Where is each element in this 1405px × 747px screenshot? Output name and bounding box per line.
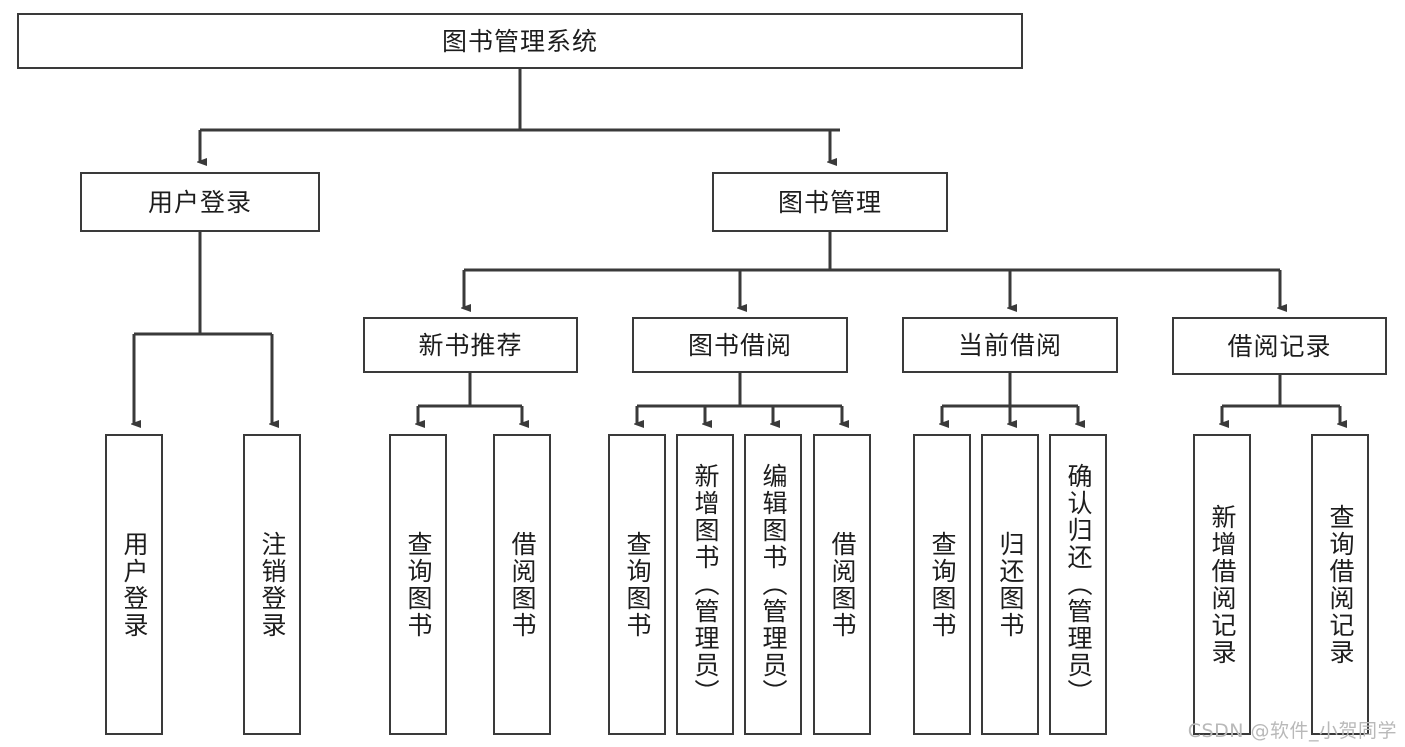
node-leaf-add-book[interactable]: 新增图书（管理员）	[676, 434, 734, 735]
node-current-borrow-label: 当前借阅	[957, 330, 1062, 360]
node-leaf-add-book-label: 新增图书（管理员）	[691, 463, 720, 706]
node-leaf-return-book-label: 归还图书	[996, 530, 1025, 639]
node-book-borrow[interactable]: 图书借阅	[632, 317, 848, 373]
node-leaf-query-book-1[interactable]: 查询图书	[389, 434, 447, 735]
node-leaf-add-record-label: 新增借阅记录	[1208, 503, 1237, 666]
node-leaf-logout-login-label: 注销登录	[258, 530, 287, 639]
node-borrow-record-label: 借阅记录	[1227, 331, 1332, 361]
node-book-manage-label: 图书管理	[777, 187, 882, 217]
node-leaf-edit-book[interactable]: 编辑图书（管理员）	[744, 434, 802, 735]
node-leaf-query-book-2-label: 查询图书	[623, 530, 652, 639]
node-leaf-query-book-1-label: 查询图书	[404, 530, 433, 639]
node-user-login[interactable]: 用户登录	[80, 172, 320, 232]
node-leaf-confirm-return[interactable]: 确认归还（管理员）	[1049, 434, 1107, 735]
node-user-login-label: 用户登录	[147, 187, 252, 217]
node-leaf-query-record-label: 查询借阅记录	[1326, 503, 1355, 666]
node-leaf-return-book[interactable]: 归还图书	[981, 434, 1039, 735]
node-leaf-query-book-3-label: 查询图书	[928, 530, 957, 639]
node-new-book-recommend-label: 新书推荐	[418, 330, 523, 360]
node-leaf-borrow-book-1[interactable]: 借阅图书	[493, 434, 551, 735]
node-leaf-user-login[interactable]: 用户登录	[105, 434, 163, 735]
node-leaf-query-record[interactable]: 查询借阅记录	[1311, 434, 1369, 735]
node-root[interactable]: 图书管理系统	[17, 13, 1023, 69]
node-leaf-borrow-book-1-label: 借阅图书	[508, 530, 537, 639]
node-leaf-borrow-book-2[interactable]: 借阅图书	[813, 434, 871, 735]
node-book-manage[interactable]: 图书管理	[712, 172, 948, 232]
node-leaf-add-record[interactable]: 新增借阅记录	[1193, 434, 1251, 735]
node-leaf-edit-book-label: 编辑图书（管理员）	[759, 463, 788, 706]
node-root-label: 图书管理系统	[441, 26, 598, 56]
node-new-book-recommend[interactable]: 新书推荐	[363, 317, 578, 373]
node-leaf-logout-login[interactable]: 注销登录	[243, 434, 301, 735]
node-leaf-user-login-label: 用户登录	[120, 530, 149, 639]
node-current-borrow[interactable]: 当前借阅	[902, 317, 1118, 373]
node-leaf-borrow-book-2-label: 借阅图书	[828, 530, 857, 639]
node-leaf-query-book-2[interactable]: 查询图书	[608, 434, 666, 735]
node-borrow-record[interactable]: 借阅记录	[1172, 317, 1387, 375]
node-leaf-confirm-return-label: 确认归还（管理员）	[1064, 463, 1093, 706]
node-book-borrow-label: 图书借阅	[687, 330, 792, 360]
node-leaf-query-book-3[interactable]: 查询图书	[913, 434, 971, 735]
